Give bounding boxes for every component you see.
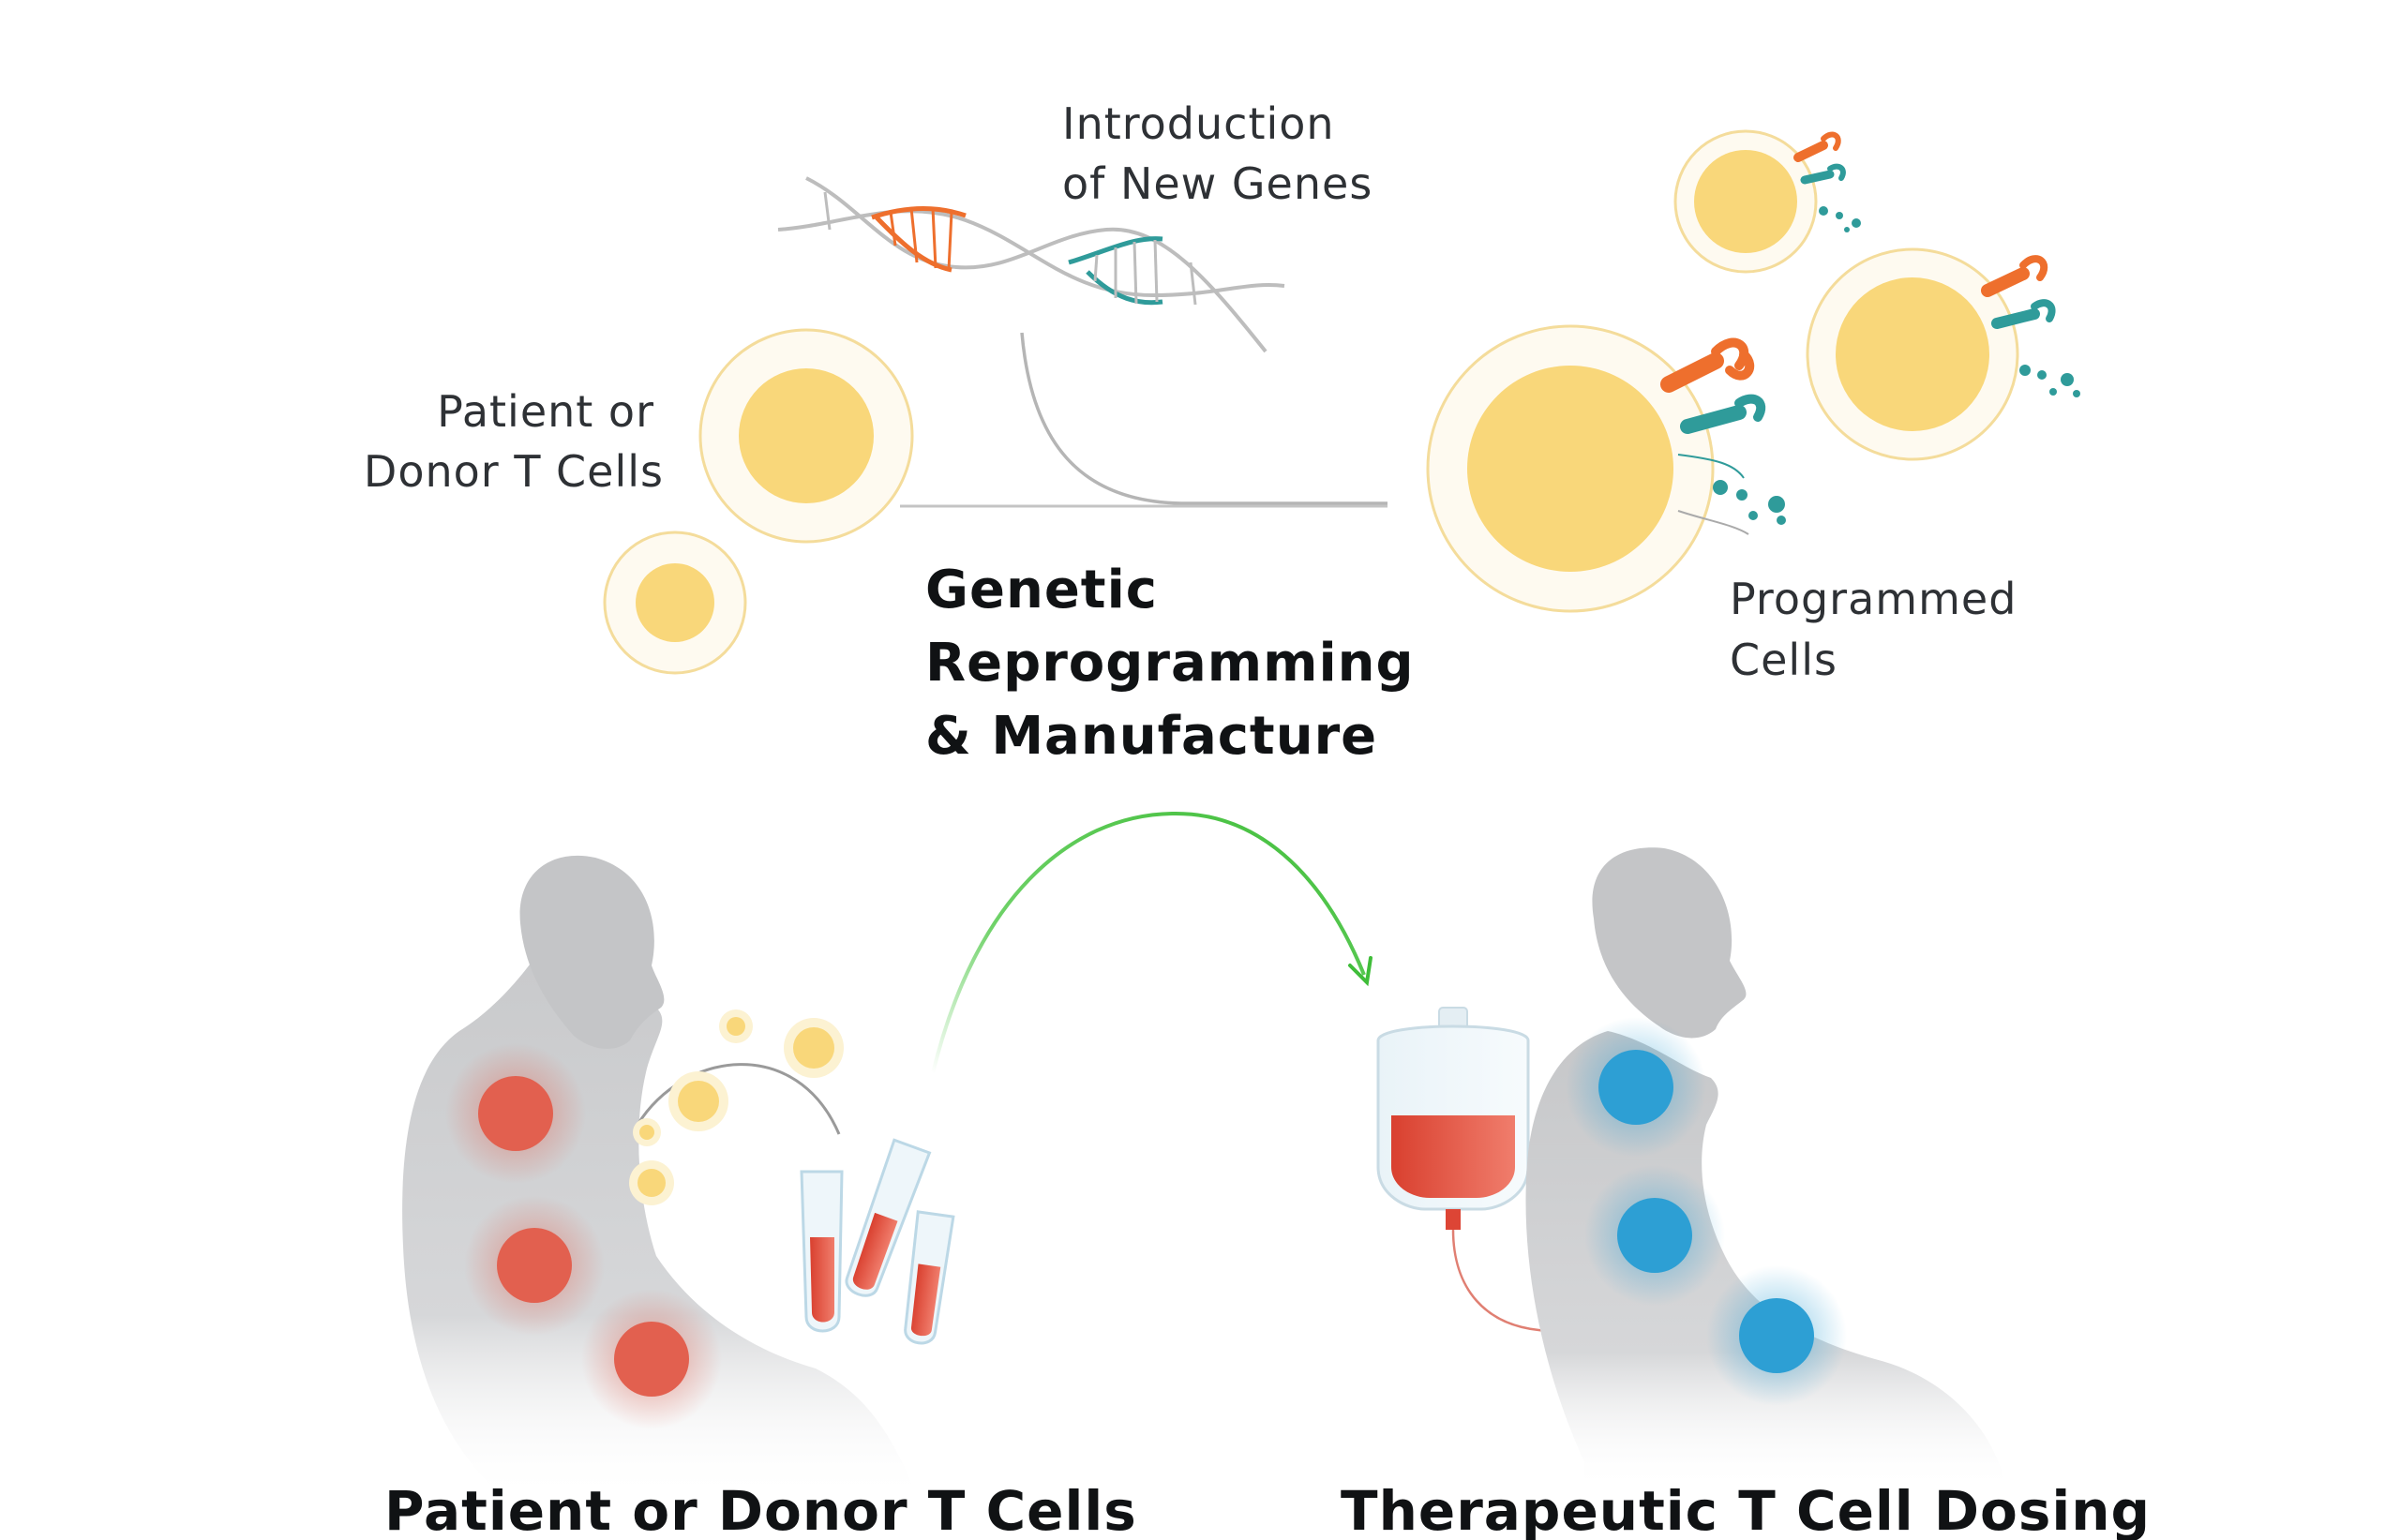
receptor-icon [1981, 255, 2056, 329]
genetic-reprogramming-label-line1: Genetic [925, 560, 1158, 620]
patient-cells-label-line2: Donor T Cells [364, 446, 664, 497]
bottom-right-label: Therapeutic T Cell Dosing [1341, 1479, 2151, 1540]
t-cell-icon [603, 531, 747, 675]
dna-helix-icon [777, 176, 1285, 353]
arc-arrow-icon [931, 811, 1372, 1074]
healed-spot-icon [1584, 1165, 1725, 1306]
tumor-spot-icon [445, 1043, 586, 1184]
programmed-cell-large [1426, 324, 1786, 613]
programmed-cell-small [1673, 129, 1861, 274]
programmed-cell-medium [1806, 247, 2080, 461]
receptor-icon [1660, 337, 1766, 434]
genetic-reprogramming-label-line2: Reprogramming [925, 633, 1415, 694]
iv-bag-icon [1376, 1007, 1557, 1333]
genetic-reprogramming-label-line3: & Manufacture [925, 706, 1377, 767]
test-tube-icon [904, 1210, 955, 1345]
healed-spot-icon [1706, 1265, 1847, 1406]
person-silhouette-icon [402, 855, 919, 1500]
test-tube-icon [845, 1138, 932, 1297]
gene-delivery-line [900, 332, 1388, 508]
programmed-cells-label-line2: Cells [1730, 635, 1838, 685]
bottom-left-label: Patient or Donor T Cells [384, 1479, 1137, 1540]
tumor-spot-icon [581, 1289, 722, 1429]
t-cell-icon [698, 328, 914, 544]
introduction-label-line1: Introduction [1062, 98, 1335, 149]
introduction-label-line2: of New Genes [1062, 158, 1372, 209]
tumor-spot-icon [464, 1195, 605, 1336]
programmed-cells-label-line1: Programmed [1730, 574, 2017, 624]
patient-cells-label-line1: Patient or [437, 386, 654, 437]
extracted-cells [629, 1009, 844, 1205]
test-tube-icon [800, 1170, 844, 1333]
healed-spot-icon [1566, 1017, 1706, 1158]
receptor-icon [1793, 131, 1846, 185]
